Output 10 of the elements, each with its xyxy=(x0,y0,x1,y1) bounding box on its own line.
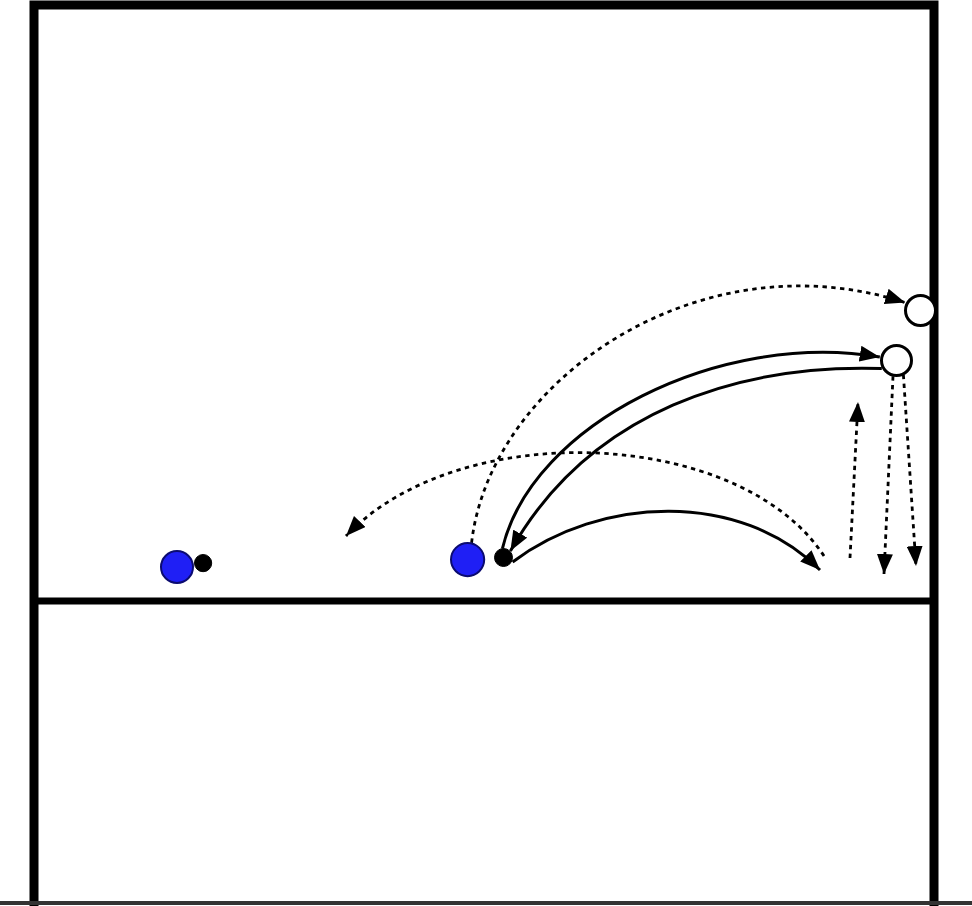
player-icon xyxy=(879,343,913,377)
player-icon xyxy=(159,549,193,583)
player-icon xyxy=(903,293,937,327)
ball-icon xyxy=(194,554,214,574)
pass-arrow xyxy=(511,509,821,572)
run-arrow xyxy=(876,376,895,575)
ball-icon xyxy=(494,548,514,568)
run-arrow xyxy=(470,284,906,544)
run-arrow xyxy=(902,374,923,567)
player-icon xyxy=(450,542,486,578)
